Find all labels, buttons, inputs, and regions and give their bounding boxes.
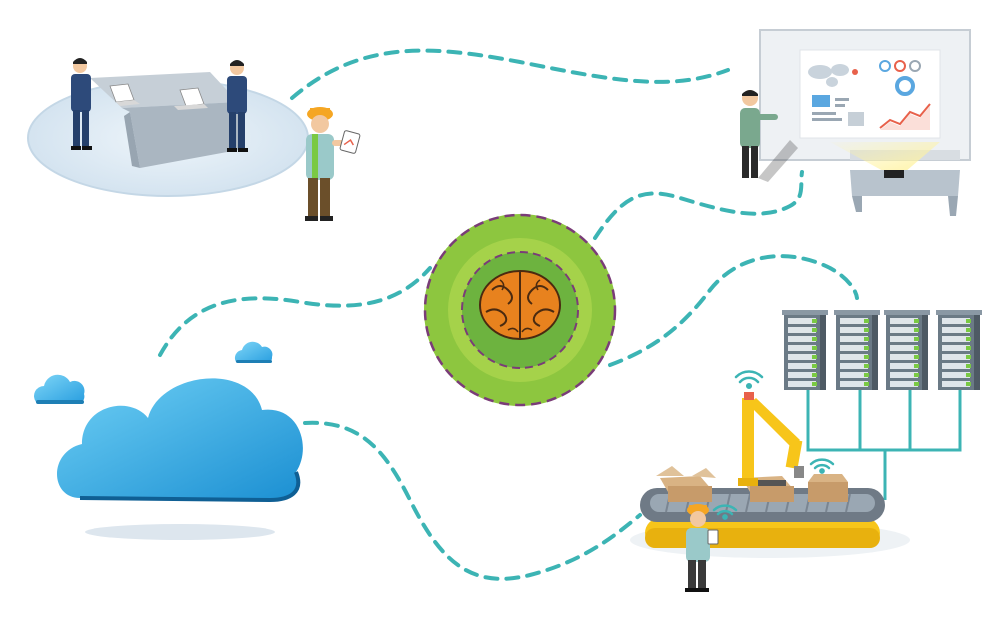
brain-icon xyxy=(479,270,561,340)
businessman-icon xyxy=(71,58,92,150)
box-icon xyxy=(808,474,848,502)
server-rack-icon xyxy=(936,310,982,390)
server-network-lines xyxy=(806,390,962,500)
cloud-icon xyxy=(57,378,303,540)
wifi-signal-icon xyxy=(712,504,738,520)
server-rack-icon xyxy=(834,310,880,390)
server-rack-icon xyxy=(782,310,828,390)
line-chart-icon xyxy=(879,103,931,129)
field-worker-tablet-icon xyxy=(305,107,361,221)
laptop-icon xyxy=(109,83,140,106)
businessman-icon xyxy=(227,60,248,152)
connector-cloud-to-hub xyxy=(158,266,432,357)
connector-cloud-to-factory xyxy=(303,420,642,581)
ai-brain-hub-icon xyxy=(423,213,617,407)
meeting-table-icon xyxy=(27,58,309,197)
small-cloud-icon xyxy=(234,341,273,363)
presenter-icon xyxy=(740,90,798,182)
connector-lines xyxy=(158,48,859,581)
box-icon xyxy=(656,466,716,502)
connector-hub-to-servers xyxy=(608,254,859,367)
small-cloud-icon xyxy=(34,374,85,404)
conveyor-robot-arm-icon xyxy=(630,370,910,592)
server-racks xyxy=(782,310,982,390)
presentation-screen-icon xyxy=(740,29,971,216)
robot-arm-icon xyxy=(738,392,804,486)
server-rack-icon xyxy=(884,310,930,390)
wifi-signal-icon xyxy=(734,370,764,390)
wifi-signal-icon xyxy=(809,458,835,474)
laptop-icon xyxy=(174,87,208,110)
factory-worker-icon xyxy=(685,504,719,592)
connector-hub-to-presentation xyxy=(593,170,804,240)
world-map-icon xyxy=(808,64,849,87)
connector-meeting-to-presentation xyxy=(290,48,730,100)
